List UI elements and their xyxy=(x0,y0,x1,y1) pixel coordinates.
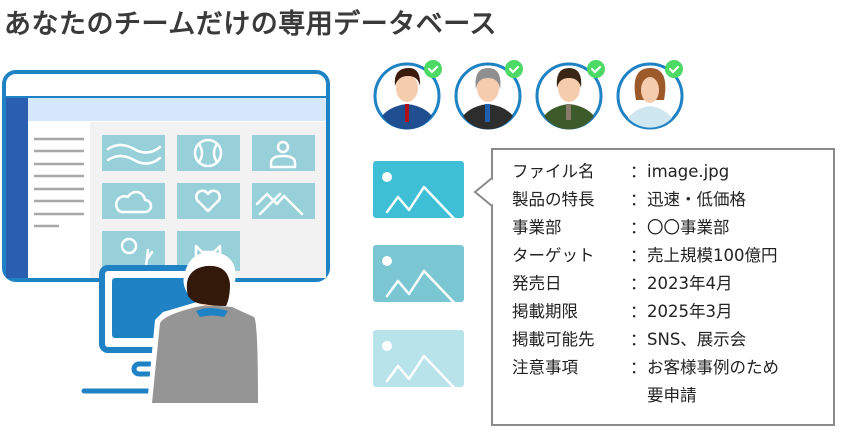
metadata-callout xyxy=(491,148,835,426)
metadata-value: お客様事例のため xyxy=(647,358,779,377)
metadata-value: SNS、展示会 xyxy=(647,330,747,349)
ball-icon xyxy=(193,138,223,168)
metadata-value: 〇〇事業部 xyxy=(647,218,730,237)
user-back-view xyxy=(147,251,258,405)
metadata-key: 注意事項 xyxy=(512,358,578,377)
metadata-value: 要申請 xyxy=(647,386,697,405)
metadata-key: ターゲット xyxy=(512,246,595,265)
page-title: あなたのチームだけの専用データベース xyxy=(4,9,497,40)
metadata-row: 事業部 ：〇〇事業部 xyxy=(512,214,779,242)
metadata-value: image.jpg xyxy=(647,162,730,181)
mountain-icon xyxy=(255,192,304,216)
metadata-row: 要申請 xyxy=(512,382,779,410)
metadata-key: 掲載期限 xyxy=(512,302,578,321)
metadata-separator: ： xyxy=(630,218,647,237)
metadata-separator: ： xyxy=(630,274,647,293)
person-icon xyxy=(276,140,290,154)
metadata-key: ファイル名 xyxy=(512,162,595,181)
metadata-row: 注意事項 ：お客様事例のため xyxy=(512,354,779,382)
check-icon xyxy=(427,65,680,74)
cloud-icon xyxy=(114,190,153,214)
metadata-value: 2023年4月 xyxy=(647,274,733,293)
text-lines xyxy=(34,137,84,228)
team-avatars xyxy=(373,60,684,130)
metadata-row: 掲載可能先 ：SNS、展示会 xyxy=(512,326,779,354)
metadata-value: 迅速・低価格 xyxy=(647,190,746,209)
heart-icon xyxy=(195,189,221,213)
sidebar xyxy=(6,98,28,278)
metadata-key: 製品の特長 xyxy=(512,190,595,209)
metadata-row: 製品の特長 ：迅速・低価格 xyxy=(512,186,779,214)
tile-cloud xyxy=(102,183,165,219)
metadata-separator: ： xyxy=(630,302,647,321)
avatar xyxy=(535,62,603,130)
metadata-separator: ： xyxy=(630,330,647,349)
database-screen xyxy=(2,70,330,282)
tile-heart xyxy=(177,183,240,219)
wave-icon xyxy=(106,143,162,154)
metadata-separator: ： xyxy=(630,358,647,377)
flower-icon xyxy=(120,237,138,255)
image-thumbnails xyxy=(373,161,464,397)
image-icon xyxy=(373,245,464,302)
metadata-row: ターゲット ：売上規模100億円 xyxy=(512,242,779,270)
metadata-separator: ： xyxy=(630,190,647,209)
metadata-value: 売上規模100億円 xyxy=(647,246,778,265)
check-badges xyxy=(424,60,683,78)
metadata-row: ファイル名 ：image.jpg xyxy=(512,158,779,186)
avatar xyxy=(373,62,441,130)
metadata-row: 発売日 ：2023年4月 xyxy=(512,270,779,298)
tile-wave xyxy=(102,135,165,171)
metadata-key: 発売日 xyxy=(512,274,562,293)
metadata-separator: ： xyxy=(630,162,647,181)
avatar xyxy=(616,62,684,130)
metadata-key: 掲載可能先 xyxy=(512,330,595,349)
metadata-separator xyxy=(630,382,644,410)
metadata-separator: ： xyxy=(630,246,647,265)
image-icon xyxy=(373,330,464,387)
metadata-key xyxy=(512,382,630,410)
metadata-row: 掲載期限 ：2025年3月 xyxy=(512,298,779,326)
metadata-key: 事業部 xyxy=(512,218,562,237)
image-icon xyxy=(373,161,464,218)
avatar xyxy=(454,62,522,130)
metadata-value: 2025年3月 xyxy=(647,302,733,321)
